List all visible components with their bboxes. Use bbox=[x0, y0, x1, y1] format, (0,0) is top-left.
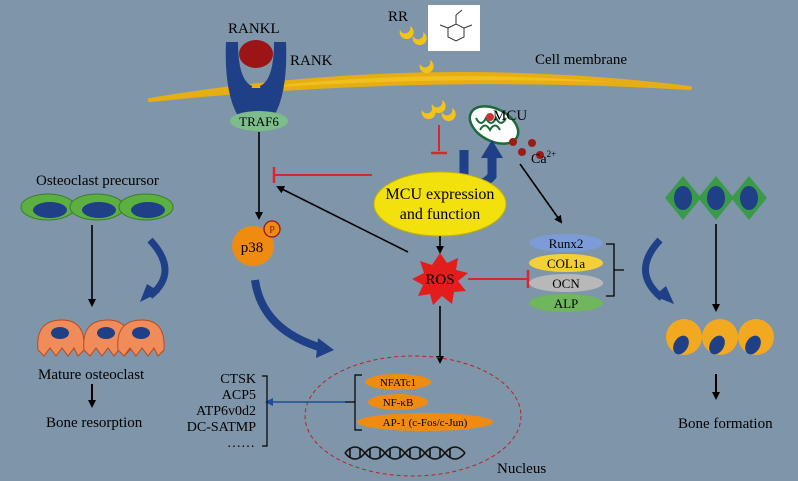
genes-bracket bbox=[262, 375, 268, 447]
gene-acp5: ACP5 bbox=[222, 388, 256, 403]
mature-osteoblast-cells bbox=[666, 319, 774, 355]
mcu-expression-label-1: MCU expression bbox=[386, 186, 495, 203]
rank-label: RANK bbox=[290, 53, 333, 69]
gene-atp6v0d2: ATP6v0d2 bbox=[196, 404, 256, 419]
cell-membrane-label: Cell membrane bbox=[535, 52, 627, 68]
ros-label: ROS bbox=[425, 272, 454, 288]
p38-label: p38 bbox=[241, 240, 264, 256]
mcu-uptake-arrowhead bbox=[481, 140, 503, 158]
gene-ellipsis: …… bbox=[227, 436, 255, 451]
osteoclast-curved-arrowhead bbox=[140, 284, 160, 302]
mcu-expression-node bbox=[373, 171, 507, 237]
rr-molecules bbox=[399, 26, 456, 122]
bone-formation-label: Bone formation bbox=[678, 416, 773, 432]
marker-pill-runx2 bbox=[529, 234, 603, 252]
phospho-label: P bbox=[269, 225, 275, 236]
marker-col1a: COL1a bbox=[547, 256, 586, 271]
traf6-label: TRAF6 bbox=[239, 114, 279, 129]
rr-label: RR bbox=[388, 9, 408, 25]
calcium-to-markers-arrow bbox=[519, 163, 563, 224]
mcu-label: MCU bbox=[493, 108, 527, 124]
osteoblast-markers: Runx2 COL1a OCN ALP bbox=[529, 234, 603, 312]
rr-structure-drawing bbox=[439, 9, 473, 42]
rankl-label: RANKL bbox=[228, 21, 280, 37]
tf-pill-ap1 bbox=[357, 413, 493, 431]
phospho-badge bbox=[263, 220, 281, 238]
target-genes: CTSK ACP5 ATP6v0d2 DC-SATMP …… bbox=[187, 372, 256, 451]
ros-burst bbox=[412, 253, 468, 305]
bone-resorption-label: Bone resorption bbox=[46, 415, 143, 431]
osteoblast-precursor-cells bbox=[665, 176, 767, 220]
traf6-node bbox=[230, 111, 288, 131]
osteoclast-precursor-label: Osteoclast precursor bbox=[36, 173, 159, 189]
rr-structure-image bbox=[428, 5, 480, 51]
marker-ocn: OCN bbox=[552, 276, 580, 291]
marker-alp: ALP bbox=[554, 296, 579, 311]
rank-receptor-stem bbox=[248, 88, 264, 116]
gene-dc-satmp: DC-SATMP bbox=[187, 420, 256, 435]
osteoblast-curved-arrowhead bbox=[654, 286, 674, 304]
rankl-ligand bbox=[239, 40, 273, 68]
tf-pill-nfatc1 bbox=[365, 374, 431, 390]
osteoclast-precursor-cells bbox=[20, 193, 174, 221]
tf-pill-nfkb bbox=[368, 394, 428, 410]
rank-receptor bbox=[225, 42, 287, 116]
nucleus-label: Nucleus bbox=[497, 461, 546, 477]
tf-nfatc1: NFATc1 bbox=[380, 377, 416, 389]
gene-ctsk: CTSK bbox=[220, 372, 256, 387]
p38-node bbox=[232, 226, 274, 266]
cell-membrane bbox=[148, 72, 692, 102]
calcium-label: Ca2+ bbox=[531, 149, 556, 167]
osteoblast-curved-arrow bbox=[642, 237, 665, 301]
p38-to-nucleus-arrow bbox=[251, 279, 324, 352]
mature-osteoclast-label: Mature osteoclast bbox=[38, 367, 145, 383]
marker-pill-ocn bbox=[529, 274, 603, 292]
tf-nfkb: NF-κB bbox=[383, 397, 414, 409]
mitochondrion bbox=[468, 105, 520, 145]
ros-to-p38-arrow bbox=[276, 186, 409, 253]
marker-pill-col1a bbox=[529, 254, 603, 272]
marker-runx2: Runx2 bbox=[549, 236, 584, 251]
tf-ap1: AP-1 (c-Fos/c-Jun) bbox=[383, 417, 468, 429]
calcium-ions bbox=[509, 138, 544, 159]
transcription-factors: NFATc1 NF-κB AP-1 (c-Fos/c-Jun) bbox=[357, 374, 493, 431]
mcu-expression-label-2: and function bbox=[400, 206, 480, 223]
p38-to-nucleus-arrowhead bbox=[316, 338, 334, 358]
marker-pill-alp bbox=[529, 294, 603, 312]
dna-helix bbox=[344, 446, 466, 460]
tf-bracket bbox=[345, 374, 362, 431]
nucleus-boundary bbox=[304, 355, 522, 477]
markers-bracket bbox=[606, 243, 624, 297]
mature-osteoclast-cells bbox=[37, 319, 165, 357]
